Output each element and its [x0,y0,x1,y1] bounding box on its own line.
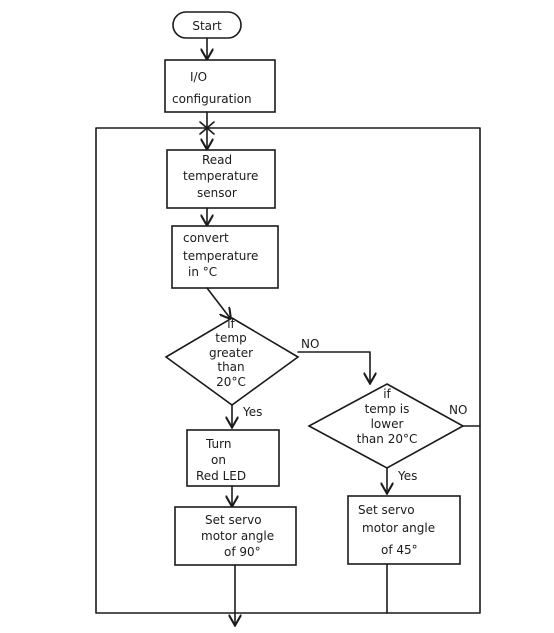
red-led-line-1: Turn [205,437,231,451]
read-sensor-line-2: temperature [183,169,258,183]
decision1-line-1: if [227,317,235,331]
convert-line-3: in °C [188,265,217,279]
decision1-line-3: greater [209,346,253,360]
read-sensor-line-3: sensor [197,186,237,200]
read-sensor-line-1: Read [202,153,232,167]
servo45-line-3: of 45° [381,543,418,557]
start-label: Start [192,19,222,33]
io-config-line-1: I/O [190,70,207,84]
convert-line-1: convert [183,231,229,245]
servo45-line-1: Set servo [358,503,415,517]
red-led-line-3: Red LED [196,469,246,483]
decision1-line-5: 20°C [216,375,246,389]
servo90-line-1: Set servo [205,513,262,527]
decision1-line-2: temp [215,331,246,345]
read-sensor-box [166,149,276,209]
decision2-yes-label: Yes [397,469,417,483]
main-loop-line [95,127,481,614]
convert-box [171,225,279,289]
decision2-line-3: lower [371,417,404,431]
decision2-line-2: temp is [365,402,410,416]
decision1-no-label: NO [301,337,319,351]
red-led-line-2: on [211,453,226,467]
servo90-line-3: of 90° [224,545,261,559]
arrow-decision1-no [297,351,370,382]
decision1-line-4: than [217,360,244,374]
servo-90-box [174,506,297,566]
io-config-line-2: configuration [172,92,252,106]
decision2-line-4: than 20°C [357,432,418,446]
decision1-yes-label: Yes [242,405,262,419]
convert-line-2: temperature [183,249,258,263]
decision2-line-1: if [383,387,391,401]
loop-junction-mark [199,121,215,135]
arrow-convert-decision1 [206,287,230,318]
servo-45-box [347,495,461,565]
servo45-line-2: motor angle [362,521,435,535]
red-led-box [186,429,280,487]
decision2-no-label: NO [449,403,467,417]
io-config-box [164,59,276,113]
servo90-line-2: motor angle [201,529,274,543]
